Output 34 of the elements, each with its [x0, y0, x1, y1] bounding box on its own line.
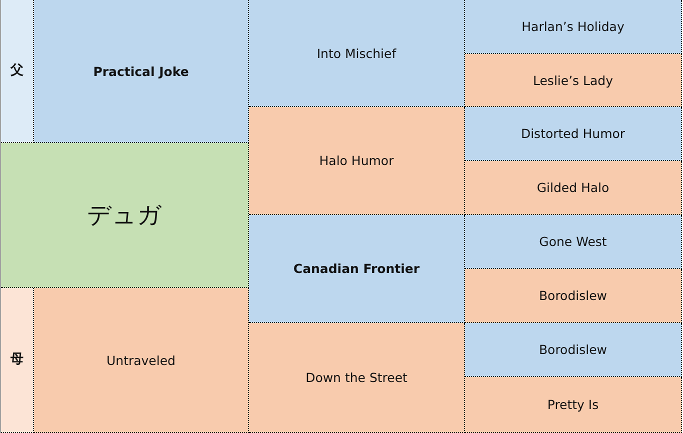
pedigree-cell	[465, 215, 682, 269]
pedigree-cell	[465, 161, 682, 215]
parent-label: 母	[10, 352, 24, 368]
horse-name: Borodislew	[538, 342, 608, 357]
pedigree-cell	[249, 107, 465, 215]
horse-name: Leslie’s Lady	[533, 72, 613, 88]
horse-name: Canadian Frontier	[293, 261, 420, 276]
pedigree-cell	[465, 0, 682, 54]
horse-name: Practical Joke	[93, 64, 189, 78]
parent-label: 父	[10, 63, 24, 79]
horse-name: Untraveled	[106, 352, 176, 368]
horse-name: Down the Street	[306, 370, 408, 385]
pedigree-cell	[34, 288, 249, 433]
horse-name: デュガ	[87, 200, 162, 230]
horse-name: Gone West	[539, 234, 607, 249]
parent-label-cell	[1, 0, 34, 143]
pedigree-cell	[249, 215, 465, 323]
subject-cell	[1, 143, 249, 288]
pedigree-cell	[249, 0, 465, 107]
horse-name: Borodislew	[538, 288, 608, 303]
horse-name: Into Mischief	[316, 46, 396, 60]
pedigree-cell	[465, 107, 682, 161]
pedigree-cell	[465, 377, 682, 433]
pedigree-cell	[465, 269, 682, 323]
horse-name: Distorted Humor	[520, 126, 626, 141]
pedigree-cell	[34, 0, 249, 143]
horse-name: Pretty Is	[547, 397, 599, 412]
horse-name: Harlan’s Holiday	[522, 19, 624, 34]
parent-label-cell	[1, 288, 34, 433]
pedigree-cell	[249, 323, 465, 433]
horse-name: Gilded Halo	[536, 180, 610, 195]
pedigree-cell	[465, 323, 682, 377]
horse-name: Halo Humor	[319, 153, 394, 168]
pedigree-cell	[465, 54, 682, 107]
